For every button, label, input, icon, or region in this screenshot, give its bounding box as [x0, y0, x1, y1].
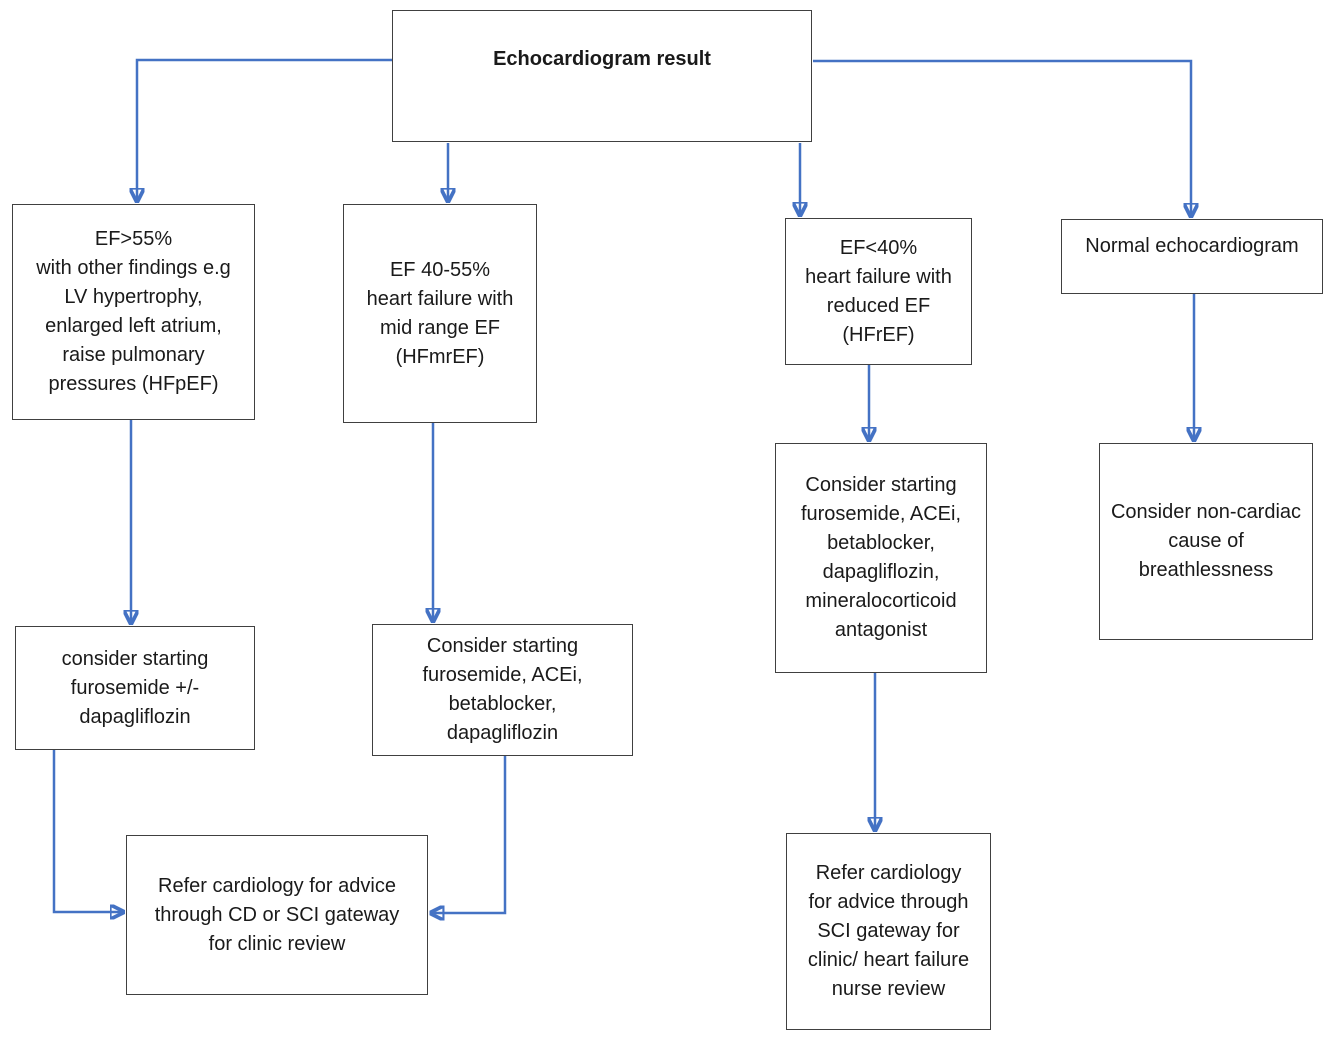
node-hfpef: EF>55% with other findings e.g LV hypert…	[12, 204, 255, 420]
node-echocardiogram-result-label: Echocardiogram result	[493, 48, 711, 70]
node-refer-cardiology-clinic-label: Refer cardiology for advice through CD o…	[154, 874, 400, 955]
node-treatment-hfmref-label: Consider starting furosemide, ACEi, beta…	[422, 635, 583, 744]
node-noncardiac-cause-label: Consider non-cardiac cause of breathless…	[1110, 501, 1302, 581]
node-hfref: EF<40% heart failure with reduced EF (HF…	[785, 218, 972, 365]
connector-tx-hfmref-to-refer-clinic	[430, 756, 507, 913]
node-hfmref-label: EF 40-55% heart failure with mid range E…	[366, 258, 514, 368]
connector-root-to-normal	[813, 59, 1191, 217]
node-treatment-hfpef-label: consider starting furosemide +/- dapagli…	[61, 647, 209, 728]
connector-root-to-hfpef	[137, 58, 392, 202]
node-noncardiac-cause: Consider non-cardiac cause of breathless…	[1099, 443, 1313, 640]
node-treatment-hfpef: consider starting furosemide +/- dapagli…	[15, 626, 255, 750]
node-treatment-hfref: Consider starting furosemide, ACEi, beta…	[775, 443, 987, 673]
node-hfpef-label: EF>55% with other findings e.g LV hypert…	[36, 228, 231, 395]
node-treatment-hfmref: Consider starting furosemide, ACEi, beta…	[372, 624, 633, 756]
node-refer-cardiology-hf-nurse: Refer cardiology for advice through SCI …	[786, 833, 991, 1030]
node-hfref-label: EF<40% heart failure with reduced EF (HF…	[805, 236, 952, 346]
node-normal-echocardiogram: Normal echocardiogram	[1061, 219, 1323, 294]
connector-tx-hfpef-to-refer-clinic	[52, 750, 124, 912]
node-hfmref: EF 40-55% heart failure with mid range E…	[343, 204, 537, 423]
node-echocardiogram-result: Echocardiogram result	[392, 10, 812, 142]
node-refer-cardiology-clinic: Refer cardiology for advice through CD o…	[126, 835, 428, 995]
node-refer-cardiology-hf-nurse-label: Refer cardiology for advice through SCI …	[807, 862, 970, 1000]
node-treatment-hfref-label: Consider starting furosemide, ACEi, beta…	[800, 474, 962, 641]
node-normal-echocardiogram-label: Normal echocardiogram	[1085, 235, 1299, 257]
